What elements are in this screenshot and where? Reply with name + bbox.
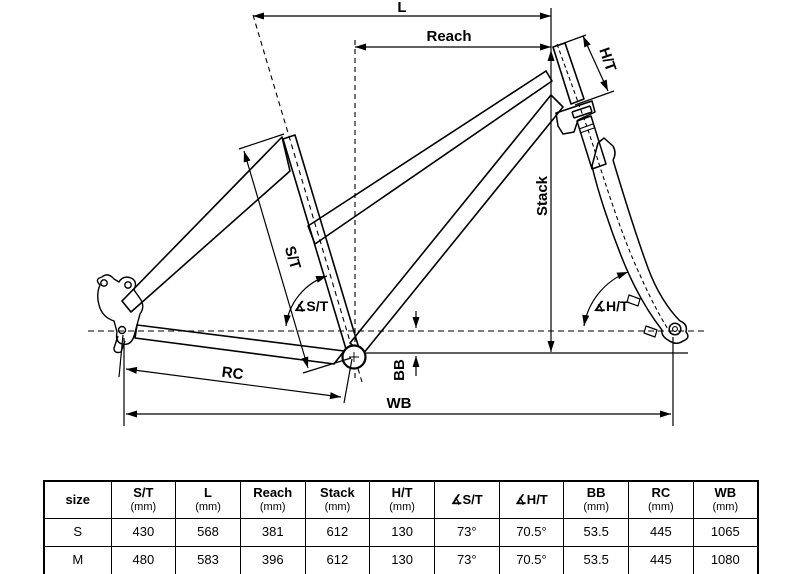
front-dropout-claw bbox=[661, 320, 689, 344]
header-angle-st: ∡S/T bbox=[433, 480, 500, 519]
label-l: L bbox=[397, 0, 406, 16]
seat-tube-axis bbox=[252, 14, 363, 383]
size-cell: S bbox=[43, 518, 112, 547]
header-wb: WB(mm) bbox=[692, 480, 759, 519]
dimension-lines bbox=[118, 8, 688, 426]
data-cell: 70.5° bbox=[498, 546, 565, 574]
data-cell: 130 bbox=[369, 518, 435, 547]
label-reach: Reach bbox=[426, 28, 471, 45]
dropout-plate bbox=[96, 274, 144, 346]
header-stack: Stack(mm) bbox=[304, 480, 371, 519]
headset-spacers bbox=[571, 105, 593, 119]
data-cell: 430 bbox=[110, 518, 177, 547]
data-cell: 612 bbox=[304, 518, 371, 547]
dim-st bbox=[243, 150, 309, 369]
angle-ht-arc bbox=[582, 271, 629, 327]
brake-tab bbox=[626, 294, 641, 307]
top-tube bbox=[307, 70, 553, 245]
label-ht: H/T bbox=[595, 45, 619, 73]
data-cell: 583 bbox=[175, 546, 241, 574]
data-cell: 396 bbox=[239, 546, 306, 574]
header-row: size S/T(mm) L(mm) Reach(mm) Stack(mm) H… bbox=[43, 480, 759, 519]
label-stack: Stack bbox=[534, 175, 551, 216]
steerer-axis bbox=[556, 43, 672, 335]
rc-extension-right bbox=[343, 358, 353, 404]
data-cell: 612 bbox=[304, 546, 371, 574]
header-ht: H/T(mm) bbox=[369, 480, 435, 519]
label-wb: WB bbox=[387, 395, 412, 412]
table-row-s: S 430 568 381 612 130 73° 70.5° 53.5 445… bbox=[43, 518, 759, 547]
derailleur-hanger bbox=[113, 335, 126, 354]
data-cell: 1080 bbox=[692, 546, 759, 574]
stanchion-collar bbox=[578, 123, 595, 134]
rear-axle bbox=[117, 325, 127, 335]
data-cell: 445 bbox=[628, 546, 694, 574]
dropout-bolt bbox=[124, 281, 132, 289]
dropout-bolt bbox=[100, 279, 108, 287]
dim-rc bbox=[125, 366, 342, 400]
label-angle-ht: ∡H/T bbox=[593, 298, 629, 314]
header-reach: Reach(mm) bbox=[239, 480, 306, 519]
data-cell: 53.5 bbox=[563, 518, 629, 547]
header-st: S/T(mm) bbox=[110, 480, 177, 519]
data-cell: 53.5 bbox=[563, 546, 629, 574]
bb-crosshair bbox=[349, 352, 359, 362]
down-tube bbox=[349, 94, 564, 355]
geometry-table: size S/T(mm) L(mm) Reach(mm) Stack(mm) H… bbox=[43, 480, 759, 574]
label-st: S/T bbox=[281, 244, 304, 271]
frame bbox=[121, 42, 585, 370]
seat-stay bbox=[121, 136, 291, 313]
ht-tick-top bbox=[555, 34, 587, 47]
label-angle-st: ∡S/T bbox=[294, 298, 329, 314]
label-rc: RC bbox=[221, 364, 245, 384]
rc-extension-left bbox=[118, 334, 124, 378]
fork-leg-front bbox=[612, 159, 681, 322]
brake-tab bbox=[643, 325, 658, 338]
data-cell: 73° bbox=[433, 546, 500, 574]
dim-ht bbox=[582, 35, 609, 92]
stanchion bbox=[576, 115, 607, 170]
data-cell: 70.5° bbox=[498, 518, 565, 547]
label-bb: BB bbox=[391, 359, 408, 381]
data-cell: 130 bbox=[369, 546, 435, 574]
header-l: L(mm) bbox=[175, 480, 241, 519]
st-tick-top bbox=[238, 133, 285, 150]
fork-arch bbox=[591, 137, 616, 167]
size-cell: M bbox=[43, 546, 112, 574]
data-cell: 445 bbox=[628, 518, 694, 547]
header-size: size bbox=[43, 480, 112, 519]
head-tube bbox=[552, 42, 585, 105]
dimension-labels: L Reach Stack H/T S/T ∡S/T ∡H/T BB RC WB bbox=[221, 0, 629, 412]
header-angle-ht: ∡H/T bbox=[498, 480, 565, 519]
table-row-m: M 480 583 396 612 130 73° 70.5° 53.5 445… bbox=[43, 546, 759, 574]
data-cell: 568 bbox=[175, 518, 241, 547]
front-axle-center bbox=[672, 326, 678, 332]
header-bb: BB(mm) bbox=[563, 480, 629, 519]
data-cell: 1065 bbox=[692, 518, 759, 547]
fork-leg-back bbox=[591, 165, 663, 331]
data-cell: 73° bbox=[433, 518, 500, 547]
front-axle bbox=[668, 322, 682, 336]
header-rc: RC(mm) bbox=[628, 480, 694, 519]
angle-st-arc bbox=[283, 275, 328, 327]
data-cell: 381 bbox=[239, 518, 306, 547]
data-cell: 480 bbox=[110, 546, 177, 574]
fork bbox=[555, 100, 689, 344]
geometry-diagram: L Reach Stack H/T S/T ∡S/T ∡H/T BB RC WB bbox=[88, 0, 705, 426]
ht-tick-bottom bbox=[574, 90, 615, 106]
fork-crown bbox=[555, 100, 596, 135]
